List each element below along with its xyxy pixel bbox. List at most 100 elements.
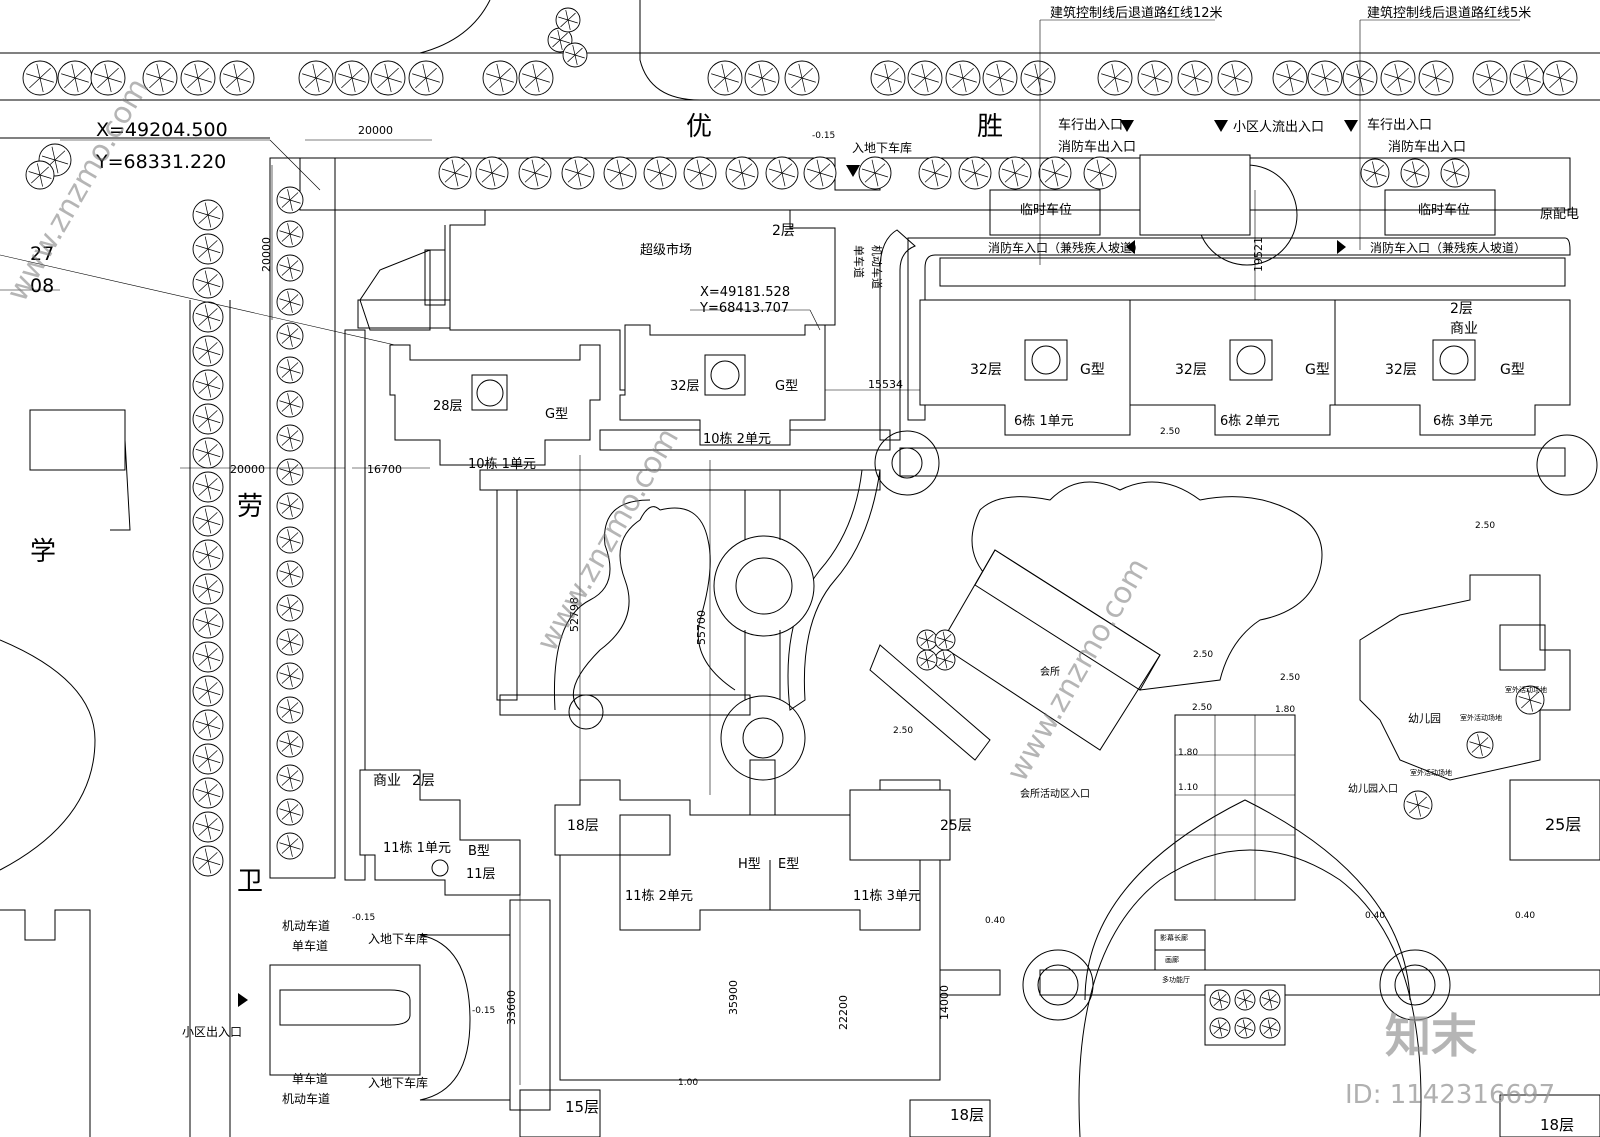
dim-33600: 33600: [505, 990, 518, 1025]
tree-symbol: [276, 254, 304, 282]
dim-20000-left: 20000: [230, 463, 265, 476]
label-underground-1: 入地下车库: [368, 931, 428, 946]
coordinate-y-2: Y=68413.707: [699, 301, 789, 316]
tree-symbol: [1403, 790, 1433, 820]
tree-symbol: [192, 233, 224, 265]
tree-symbol: [192, 267, 224, 299]
tree-symbol: [916, 649, 938, 671]
tree-symbol: [192, 743, 224, 775]
tree-symbol: [1137, 60, 1173, 96]
label-floors-25: 25层: [940, 818, 972, 834]
dimension-lines: [0, 19, 1520, 1085]
setback-note-12: 建筑控制线后退道路红线12米: [1050, 5, 1223, 21]
tree-symbol: [1272, 60, 1308, 96]
tree-symbol: [916, 629, 938, 651]
tree-symbols: [22, 7, 1578, 1039]
dim-20000-side: 20000: [260, 237, 273, 272]
tree-symbol: [1217, 60, 1253, 96]
tree-symbol: [1360, 158, 1390, 188]
tree-symbol: [90, 60, 126, 96]
label-clubhouse: 会所: [1040, 665, 1060, 678]
label-single-lane-2: 单车道: [292, 1071, 328, 1086]
tree-symbol: [1209, 989, 1231, 1011]
tree-symbol: [276, 186, 304, 214]
tree-symbol: [1259, 989, 1281, 1011]
label-single-lane-1: 单车道: [292, 938, 328, 953]
tree-symbol: [192, 709, 224, 741]
dim-15534: 15534: [868, 378, 903, 391]
tree-symbol: [276, 526, 304, 554]
tree-symbol: [1259, 1017, 1281, 1039]
tree-symbol: [276, 594, 304, 622]
dim-19521: 19521: [1252, 237, 1265, 272]
tree-symbol: [945, 60, 981, 96]
tree-symbol: [475, 156, 509, 190]
tree-symbol: [276, 390, 304, 418]
tree-symbol: [142, 60, 178, 96]
tree-symbol: [22, 60, 58, 96]
tree-symbol: [192, 777, 224, 809]
buildings-layer: [0, 154, 1600, 1137]
tree-symbol: [1209, 1017, 1231, 1039]
label-underground-top: 入地下车库: [852, 140, 912, 155]
label-floors-32-b: 32层: [970, 362, 1002, 378]
setback-note-5: 建筑控制线后退道路红线5米: [1367, 5, 1531, 21]
elev-6: 2.50: [1280, 673, 1300, 683]
tree-symbol: [1307, 60, 1343, 96]
label-unit-10-2: 10栋 2单元: [703, 431, 771, 447]
tree-symbol: [1038, 156, 1072, 190]
tree-symbol: [276, 730, 304, 758]
tree-symbol: [707, 60, 743, 96]
tree-symbol: [192, 471, 224, 503]
tree-symbol: [1020, 60, 1056, 96]
label-unit-6-1: 6栋 1单元: [1014, 413, 1074, 429]
tree-symbol: [934, 629, 956, 651]
label-temp-parking-1: 临时车位: [1020, 202, 1072, 218]
tree-symbol: [561, 156, 595, 190]
tree-symbol: [1466, 731, 1494, 759]
label-floors-18-bottom: 18层: [950, 1106, 984, 1124]
tree-symbol: [192, 301, 224, 333]
label-floors-18-bottom-right: 18层: [1540, 1116, 1574, 1134]
tree-symbol: [683, 156, 717, 190]
tree-symbol: [192, 403, 224, 435]
label-fire-ramp-1: 消防车入口（兼残疾人坡道）: [988, 240, 1144, 255]
coordinate-x-1: X=49204.500: [96, 119, 228, 141]
tree-symbol: [276, 356, 304, 384]
elev-11: -0.15: [352, 913, 375, 923]
tree-symbol: [276, 560, 304, 588]
tree-symbol: [334, 60, 370, 96]
tree-symbol: [603, 156, 637, 190]
elev-15: 0.40: [1515, 911, 1535, 921]
tree-symbol: [1515, 685, 1545, 715]
coordinate-edge-b: 08: [30, 275, 54, 297]
tree-symbol: [982, 60, 1018, 96]
elev-13: 0.40: [985, 916, 1005, 926]
label-single-lane-vertical: 单车道: [852, 245, 866, 278]
label-2f-left: 2层: [412, 773, 435, 789]
tree-symbol: [803, 156, 837, 190]
tree-symbol: [1418, 60, 1454, 96]
tree-symbol: [1234, 989, 1256, 1011]
tree-symbol: [192, 505, 224, 537]
elev-9: 1.80: [1178, 748, 1198, 758]
tree-symbol: [1440, 158, 1470, 188]
label-kindergarten: 幼儿园: [1408, 712, 1441, 725]
dim-35900: 35900: [727, 980, 740, 1015]
label-kindergarten-entry: 幼儿园入口: [1348, 782, 1398, 795]
label-floors-18: 18层: [567, 818, 599, 834]
tree-symbol: [1380, 60, 1416, 96]
label-motor-lane-1: 机动车道: [282, 918, 330, 933]
elev-5: 2.50: [1193, 650, 1213, 660]
garden-paths: [553, 490, 781, 711]
tree-symbol: [408, 60, 444, 96]
tree-symbol: [192, 369, 224, 401]
label-kg-outdoor-1: 室外活动场地: [1505, 685, 1547, 694]
tree-symbol: [907, 60, 943, 96]
elev-1: -0.15: [812, 131, 835, 141]
watermark-id: ID: 1142316697: [1345, 1080, 1556, 1110]
tree-symbol: [918, 156, 952, 190]
label-type-g-1: G型: [545, 407, 568, 422]
tree-symbol: [1542, 60, 1578, 96]
